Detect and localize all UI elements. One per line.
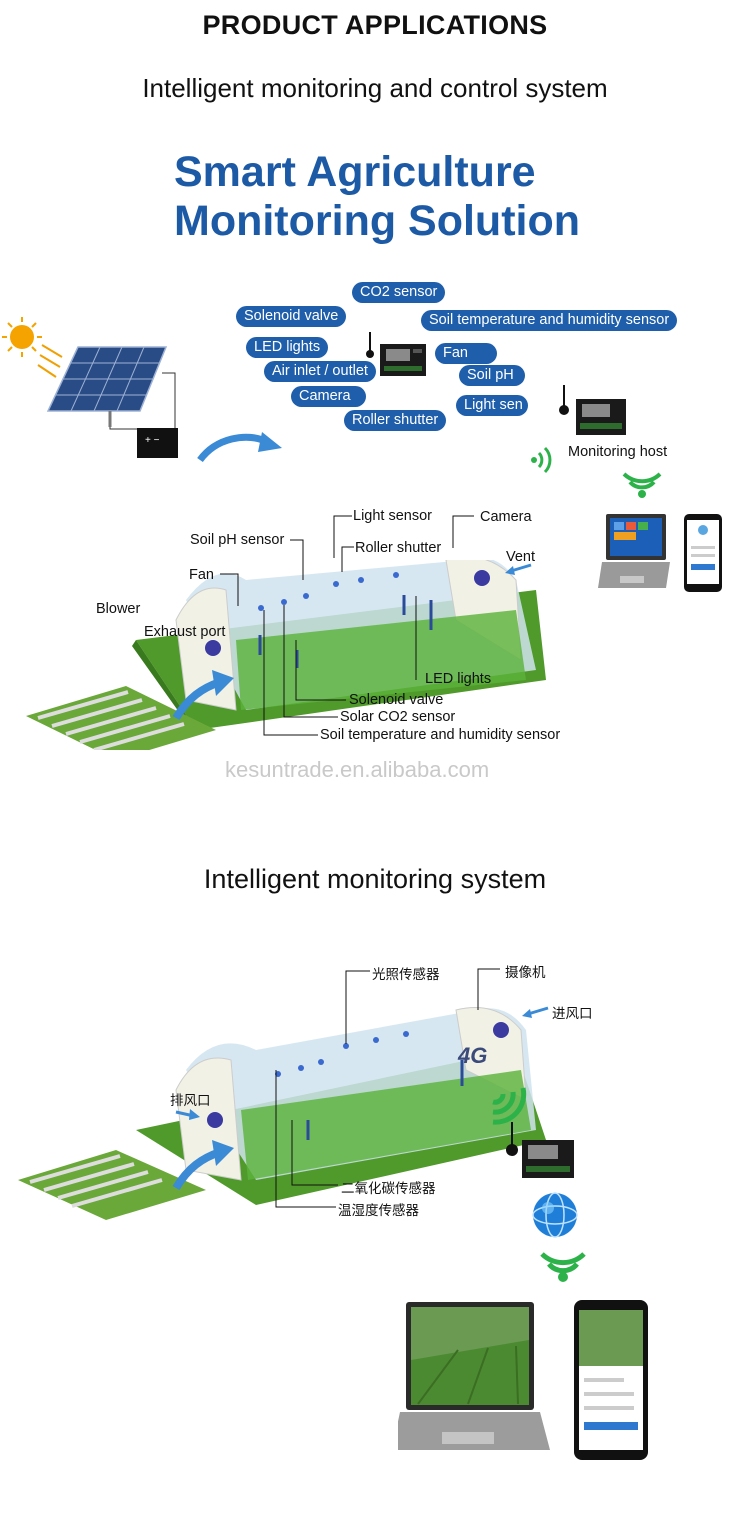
laptop-phone-illustration (598, 514, 722, 592)
pill-led-lights: LED lights (246, 337, 329, 358)
label-solenoid-valve: Solenoid valve (349, 692, 444, 708)
pill-soil-ph: Soil pH (459, 365, 525, 386)
pill-light-sensor: Light sen (456, 395, 528, 416)
wireless-signal-icon (531, 446, 552, 474)
svg-text:+ −: + − (145, 435, 160, 446)
exhaust-arrow-icon (175, 1109, 200, 1120)
seedling-tray-icon (18, 1150, 206, 1220)
label-camera: Camera (480, 509, 532, 525)
label-vent: Vent (506, 549, 536, 565)
pill-solenoid-valve: Solenoid valve (236, 306, 347, 327)
label-solar-co2-sensor: Solar CO2 sensor (340, 709, 456, 725)
laptop-icon (598, 514, 670, 588)
controller-device-icon-2 (506, 1122, 574, 1178)
wireless-signal-down-icon-2 (540, 1252, 586, 1282)
blower-arrow-icon (172, 670, 234, 721)
label-roller-shutter: Roller shutter (355, 540, 442, 556)
pill-fan: Fan (435, 343, 497, 364)
sensor-dot-icon (258, 572, 399, 611)
phone-icon-2 (574, 1300, 648, 1460)
battery-icon: + − (137, 428, 178, 458)
greenhouse-illustration (26, 560, 546, 750)
section-subtitle-control: Intelligent monitoring and control syste… (142, 73, 608, 103)
sun-icon (2, 317, 63, 378)
label-blower: Blower (96, 601, 141, 617)
label-light-sensor-cn: 光照传感器 (372, 967, 440, 982)
label-soil-ph-sensor: Soil pH sensor (190, 532, 285, 548)
laptop-icon-2 (398, 1302, 550, 1450)
label-monitoring-host: Monitoring host (568, 444, 668, 460)
label-inlet-cn: 进风口 (552, 1006, 593, 1021)
pill-roller-shutter: Roller shutter (344, 410, 447, 431)
vent-arrow-icon (505, 563, 532, 575)
watermark: kesuntrade.en.alibaba.com (225, 757, 490, 782)
label-light-sensor: Light sensor (353, 508, 432, 524)
headline-line-2: Monitoring Solution (174, 197, 581, 245)
label-fan: Fan (189, 567, 214, 583)
label-exhaust-port: Exhaust port (144, 624, 226, 640)
pill-air-inlet: Air inlet / outlet (264, 361, 376, 382)
pill-soil-temperature: Soil temperature and humidity sensor (421, 310, 678, 331)
label-led-lights: LED lights (425, 671, 492, 687)
seedling-tray-icon (26, 686, 216, 750)
label-co2-sensor-cn: 二氧化碳传感器 (341, 1181, 436, 1196)
inlet-arrow-icon (522, 1006, 549, 1018)
label-soil-temperature-sensor: Soil temperature and humidity sensor (320, 727, 561, 743)
blower-arrow-icon-2 (172, 1140, 234, 1191)
network-4g-badge: 4G (458, 1043, 488, 1068)
fan-icon (205, 570, 490, 656)
greenhouse-illustration-2 (18, 1007, 546, 1220)
phone-icon (684, 514, 722, 592)
wireless-signal-down-icon (622, 472, 662, 498)
pill-camera: Camera (291, 386, 366, 407)
monitoring-host-device-icon (559, 385, 626, 435)
section-title-monitoring: Intelligent monitoring system (203, 864, 547, 894)
headline-line-1: Smart Agriculture (174, 148, 536, 196)
globe-icon (532, 1192, 578, 1238)
label-exhaust-cn: 排风口 (170, 1093, 211, 1108)
flow-arrow-icon (197, 432, 282, 463)
solar-panel-icon (46, 346, 176, 430)
label-camera-cn: 摄像机 (505, 965, 546, 980)
solar-power-illustration: + − (2, 317, 178, 458)
pill-co2-sensor: CO2 sensor (352, 282, 446, 303)
label-temp-humidity-cn: 温湿度传感器 (338, 1203, 419, 1218)
wireless-signal-icon-2 (492, 1087, 527, 1125)
controller-device-icon (366, 332, 426, 376)
page-title: PRODUCT APPLICATIONS (202, 10, 548, 40)
leader-lines (220, 515, 474, 736)
